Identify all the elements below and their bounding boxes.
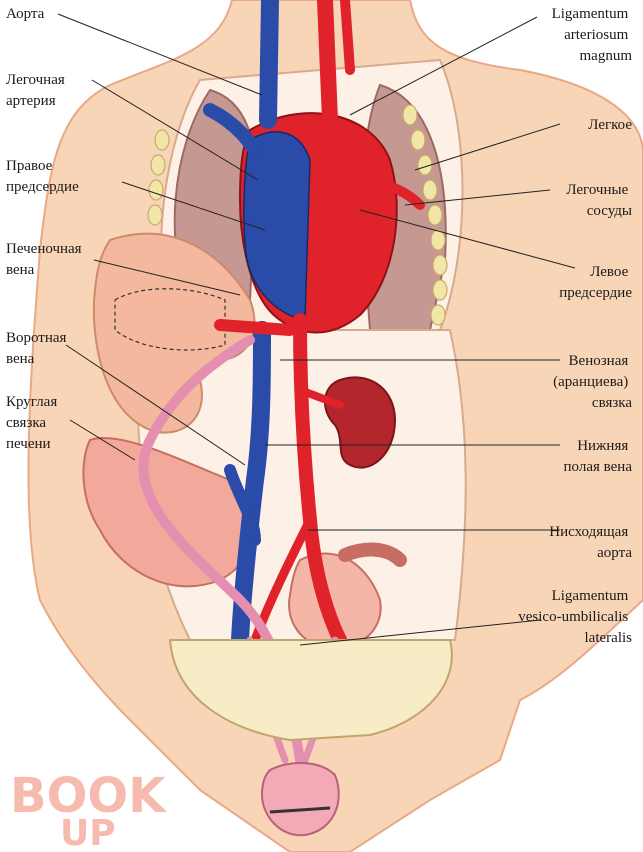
intestine bbox=[82, 437, 257, 588]
label-pulmonary-vessels: Легочные сосуды bbox=[566, 182, 632, 219]
label-venous-ligament: Венозная (аранциева) связка bbox=[553, 353, 632, 411]
leader-lines bbox=[57, 13, 576, 646]
pelvis bbox=[168, 639, 453, 742]
liver bbox=[92, 232, 256, 434]
bowel-tube bbox=[338, 542, 407, 567]
label-inferior-vena-cava: Нижняя полая вена bbox=[564, 438, 633, 475]
label-hepatic-vein: Печеночная вена bbox=[6, 241, 85, 278]
label-lung: Легкое bbox=[588, 117, 632, 133]
label-pulmonary-artery: Легочная артерия bbox=[6, 72, 69, 109]
label-ligamentum-arteriosum: Ligamentum arteriosum magnum bbox=[552, 6, 633, 64]
label-vesico-umbilical: Ligamentum vesico-umbilicalis lateralis bbox=[518, 588, 632, 646]
bladder bbox=[260, 762, 340, 837]
ribs bbox=[147, 104, 448, 326]
watermark-book: BOOK bbox=[10, 768, 167, 824]
watermark-up: UP bbox=[60, 813, 116, 852]
label-aorta: Аорта bbox=[6, 6, 45, 22]
label-portal-vein: Воротная вена bbox=[6, 330, 70, 367]
label-round-ligament: Круглая связка печени bbox=[6, 394, 61, 452]
label-left-atrium: Левое предсердие bbox=[559, 264, 632, 301]
umbilical-tie bbox=[269, 806, 331, 814]
liver-dashed-outline bbox=[114, 288, 226, 351]
arteries bbox=[214, 0, 425, 647]
label-descending-aorta: Нисходящая аорта bbox=[549, 524, 632, 561]
right-heart bbox=[243, 131, 311, 321]
label-right-atrium: Правое предсердие bbox=[6, 158, 79, 195]
